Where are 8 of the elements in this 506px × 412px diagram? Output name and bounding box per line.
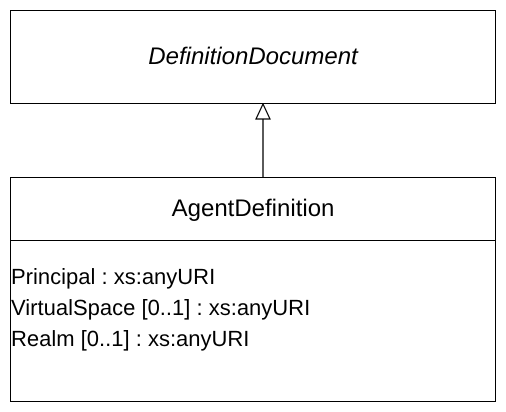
class-box [10, 177, 496, 402]
class-name: AgentDefinition [172, 194, 334, 224]
attribute-text: VirtualSpace [0..1] : xs:anyURI [11, 294, 310, 322]
class-box [10, 10, 496, 104]
attribute-text: Realm [0..1] : xs:anyURI [11, 325, 250, 353]
attribute-text: Principal : xs:anyURI [11, 263, 216, 291]
generalization-arrow [255, 103, 271, 177]
class-name: DefinitionDocument [148, 42, 358, 72]
